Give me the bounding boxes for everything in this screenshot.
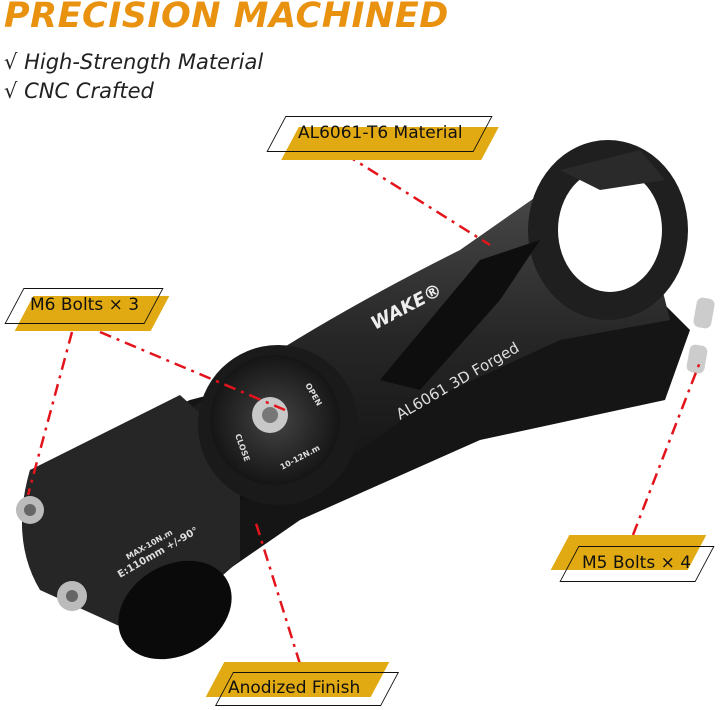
leader-lines — [26, 152, 702, 665]
feature-item: √ High-Strength Material — [4, 50, 264, 74]
page-title: PRECISION MACHINED — [4, 0, 449, 36]
feature-item: √ CNC Crafted — [4, 79, 154, 103]
check-icon: √ — [4, 79, 18, 103]
check-icon: √ — [4, 50, 18, 74]
